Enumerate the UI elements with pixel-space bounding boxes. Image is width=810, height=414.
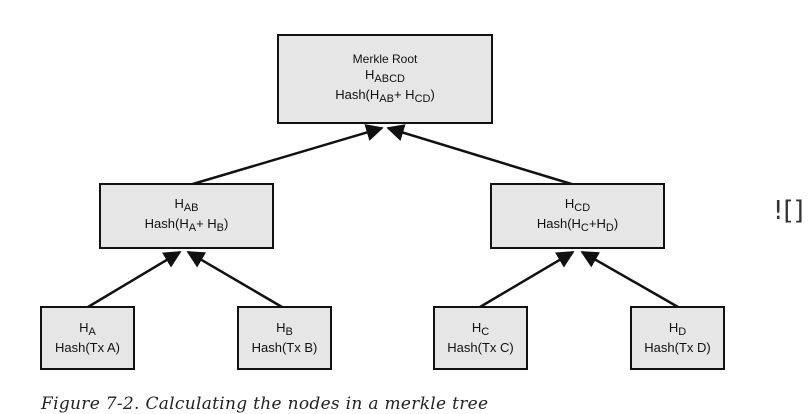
leaf-node-hd: HD Hash(Tx D) [630, 306, 725, 370]
leaf-hash-label: HB [276, 320, 293, 338]
arrow-hcd-to-root [386, 124, 579, 188]
hab-hash-label: HAB [174, 196, 199, 215]
arrow-hb-to-hab [186, 250, 283, 309]
leaf-hash-label: HC [471, 320, 490, 338]
merkle-root-node: Merkle Root HABCD Hash(HAB+ HCD) [277, 34, 493, 124]
hcd-hash-formula: Hash(HC+HD) [536, 216, 619, 234]
leaf-node-ha: HA Hash(Tx A) [40, 306, 135, 370]
arrow-ha-to-hab [87, 250, 182, 309]
leaf-node-hb: HB Hash(Tx B) [237, 306, 332, 370]
root-hash-label: HABCD [365, 66, 405, 85]
leaf-hash-formula: Hash(Tx D) [644, 339, 711, 355]
leaf-hash-formula: Hash(Tx A) [54, 339, 120, 355]
hab-hash-formula: Hash(HA+ HB) [144, 216, 229, 234]
figure-caption: Figure 7-2. Calculating the nodes in a m… [41, 394, 489, 414]
broken-image-markdown: ![] [773, 196, 804, 226]
leaf-hash-formula: Hash(Tx C) [447, 339, 514, 355]
root-title: Merkle Root [352, 51, 418, 66]
hcd-node: HCD Hash(HC+HD) [490, 183, 665, 249]
root-hash-formula: Hash(HAB+ HCD) [335, 86, 435, 105]
arrow-hd-to-hcd [580, 250, 679, 309]
hab-node: HAB Hash(HA+ HB) [99, 183, 274, 249]
leaf-hash-label: HD [668, 320, 687, 338]
leaf-hash-label: HA [79, 320, 96, 338]
leaf-hash-formula: Hash(Tx B) [251, 339, 318, 355]
arrow-hab-to-root [185, 124, 384, 188]
leaf-node-hc: HC Hash(Tx C) [433, 306, 528, 370]
hcd-hash-label: HCD [564, 196, 591, 215]
arrow-hc-to-hcd [479, 250, 575, 309]
